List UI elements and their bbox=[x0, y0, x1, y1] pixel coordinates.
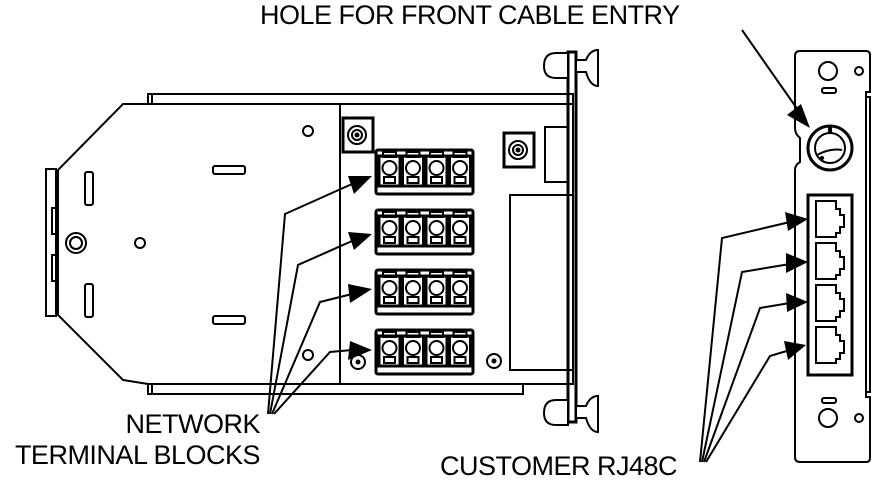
panel-outline bbox=[794, 50, 871, 463]
card-tray bbox=[45, 50, 578, 424]
front-panel bbox=[794, 50, 871, 463]
rj48c-housing bbox=[806, 193, 854, 377]
terminal bbox=[424, 151, 449, 188]
network-terminal-blocks bbox=[374, 148, 475, 376]
label-front-cable-hole: HOLE FOR FRONT CABLE ENTRY bbox=[260, 0, 680, 30]
terminal bbox=[401, 331, 425, 368]
terminal bbox=[377, 331, 402, 368]
front-cable-hole bbox=[806, 124, 854, 172]
terminal bbox=[377, 211, 402, 248]
rj48c-port bbox=[815, 200, 845, 238]
label-network-line1: NETWORK bbox=[126, 409, 261, 439]
rj48c-port bbox=[815, 242, 845, 280]
tray-outline bbox=[57, 103, 149, 385]
terminal bbox=[424, 271, 449, 308]
board-component bbox=[509, 194, 574, 371]
terminal bbox=[401, 151, 425, 188]
terminal bbox=[448, 331, 472, 368]
label-customer-rj48c: CUSTOMER RJ48C bbox=[440, 451, 677, 481]
top-rail bbox=[147, 93, 574, 105]
terminal bbox=[424, 331, 449, 368]
terminal bbox=[448, 151, 472, 188]
rj48c-port bbox=[815, 284, 845, 322]
bottom-rail bbox=[147, 383, 524, 395]
hinge-strip bbox=[45, 168, 57, 317]
board-screw-4 bbox=[486, 353, 502, 369]
terminal-block bbox=[374, 148, 475, 196]
terminal bbox=[377, 151, 402, 188]
label-network-line2: TERMINAL BLOCKS bbox=[15, 440, 260, 470]
terminal bbox=[448, 271, 472, 308]
terminal-block bbox=[374, 268, 475, 316]
captive-screw-top bbox=[542, 48, 599, 88]
terminal bbox=[377, 271, 402, 308]
terminal-block bbox=[374, 328, 475, 376]
terminal bbox=[448, 211, 472, 248]
rj48c-port bbox=[815, 326, 845, 364]
terminal bbox=[401, 271, 425, 308]
leader-lines bbox=[267, 29, 810, 463]
terminal bbox=[424, 211, 449, 248]
front-plate bbox=[566, 50, 578, 424]
captive-screw-bottom bbox=[542, 394, 599, 434]
board-screw-1 bbox=[341, 116, 375, 154]
rj48c-ports bbox=[815, 200, 845, 364]
terminal bbox=[401, 211, 425, 248]
terminal-block bbox=[374, 208, 475, 256]
board-screw-2 bbox=[502, 131, 536, 169]
